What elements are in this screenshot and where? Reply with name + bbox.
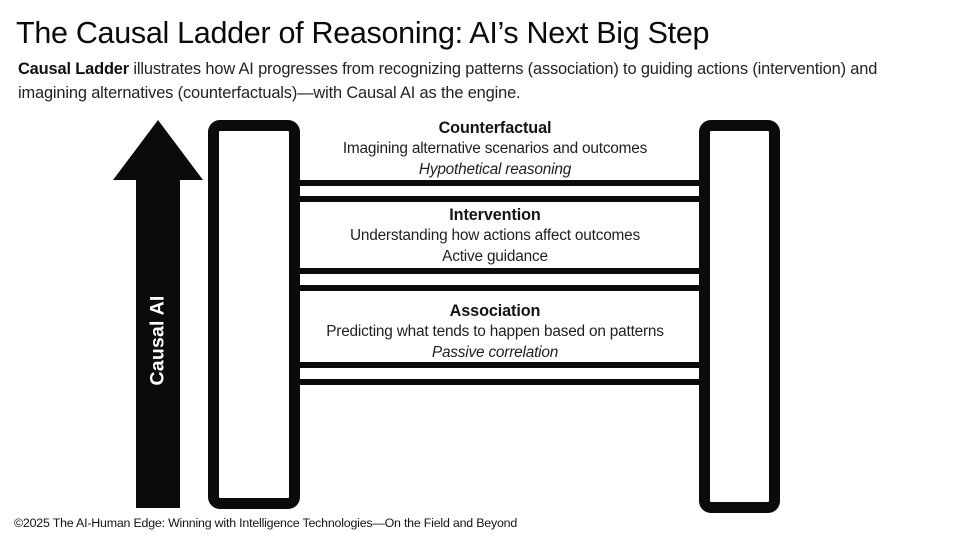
page-title: The Causal Ladder of Reasoning: AI’s Nex… <box>16 16 710 50</box>
causal-ai-arrow: Causal AI <box>112 118 204 510</box>
ladder-rung-2a <box>290 268 700 274</box>
ladder-rung-3a <box>290 362 700 368</box>
ladder-rail-right <box>699 120 780 513</box>
ladder-rung-1a <box>290 180 700 186</box>
ladder-step-counterfactual: Counterfactual Imagining alternative sce… <box>290 118 700 180</box>
subtitle-paragraph: Causal Ladder illustrates how AI progres… <box>18 58 938 105</box>
step-title: Counterfactual <box>438 119 552 137</box>
subtitle-body: illustrates how AI progresses from recog… <box>18 60 878 102</box>
step-note: Active guidance <box>442 247 548 265</box>
ladder-rung-1b <box>290 196 700 202</box>
ladder-rung-2b <box>290 285 700 291</box>
ladder-rail-left <box>208 120 300 509</box>
subtitle-lead-in: Causal Ladder <box>18 60 129 78</box>
ladder-step-intervention: Intervention Understanding how actions a… <box>290 205 700 267</box>
copyright-footer: ©2025 The AI-Human Edge: Winning with In… <box>14 516 518 530</box>
step-description: Predicting what tends to happen based on… <box>326 323 664 340</box>
up-arrow-icon <box>113 120 203 508</box>
step-title: Intervention <box>449 206 541 224</box>
ladder-step-association: Association Predicting what tends to hap… <box>290 301 700 363</box>
step-description: Imagining alternative scenarios and outc… <box>342 140 648 157</box>
step-title: Association <box>449 302 541 320</box>
step-description: Understanding how actions affect outcome… <box>349 227 641 244</box>
ladder-rung-3b <box>290 379 700 385</box>
step-note: Hypothetical reasoning <box>418 160 572 178</box>
step-note: Passive correlation <box>431 343 559 361</box>
